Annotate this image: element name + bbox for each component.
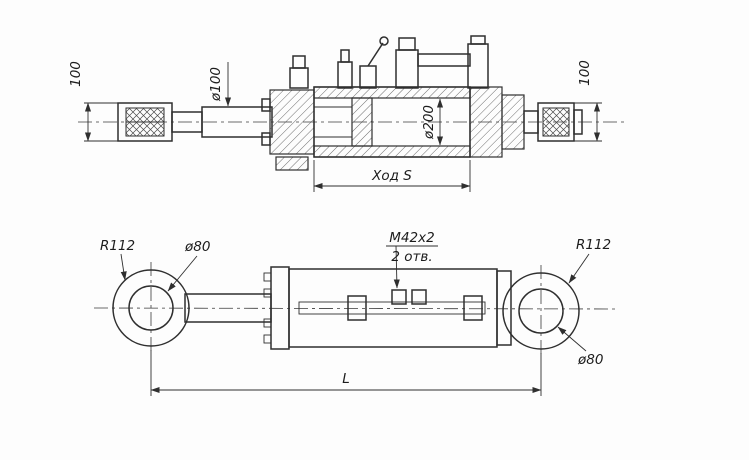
lever-mount <box>359 65 377 89</box>
port-boss-1 <box>391 289 407 305</box>
stud-head <box>340 49 350 63</box>
rear-flange <box>496 270 512 346</box>
right-bearing-block <box>537 102 583 142</box>
dim-label-100-left: 100 <box>68 61 84 87</box>
dimension-100-right: 100 <box>574 60 602 142</box>
dimension-100-left: 100 <box>68 61 118 142</box>
lever-arm <box>367 42 384 67</box>
dim-label-holes: 2 отв. <box>391 249 432 265</box>
dim-label-r112-left: R112 <box>100 238 135 254</box>
left-bearing-block <box>117 102 173 142</box>
piston <box>351 97 373 147</box>
leader-r112-left: R112 <box>100 238 135 281</box>
dimension-d200-bore: ø200 <box>421 98 444 146</box>
dim-label-d200: ø200 <box>421 105 437 140</box>
dim-label-r112-right: R112 <box>576 237 611 253</box>
stud-block <box>337 61 353 89</box>
dim-label-d80-right: ø80 <box>577 352 603 368</box>
pipe <box>417 53 471 67</box>
tie-rod-nut-left <box>347 295 367 321</box>
dimension-length: L <box>150 350 542 396</box>
leader-r112-right: R112 <box>568 237 611 284</box>
dim-label-100-right: 100 <box>577 60 593 86</box>
cylinder-right-head <box>469 86 539 158</box>
side-view: R112 ø80 M42x2 2 отв. R112 ø80 <box>93 230 619 396</box>
dim-label-length: L <box>342 371 350 387</box>
dim-label-d100: ø100 <box>208 67 224 102</box>
port-block-2 <box>467 43 489 89</box>
dim-label-d80-left: ø80 <box>184 239 210 255</box>
dim-label-thread: M42x2 <box>389 230 434 246</box>
port-boss-2 <box>411 289 427 305</box>
valve-cap <box>398 37 416 51</box>
valve-body <box>395 49 419 89</box>
left-rod-eye <box>112 269 190 347</box>
lever-knob <box>379 36 389 46</box>
leader-thread-spec: M42x2 2 отв. <box>386 230 438 289</box>
axis-line-side-view <box>93 307 619 310</box>
right-rod-eye <box>502 272 580 350</box>
cylinder-left-gland <box>261 89 315 171</box>
leader-d80-right: ø80 <box>557 326 603 368</box>
leader-d80-left: ø80 <box>167 239 210 292</box>
top-fittings <box>289 35 489 89</box>
port-cap-2 <box>470 35 486 45</box>
section-view: 100 ø100 ø200 100 Ход S <box>68 35 624 192</box>
tie-rod-nut-right <box>463 295 483 321</box>
dimension-d100-rod: ø100 <box>208 62 232 107</box>
port-block-1 <box>289 67 309 89</box>
dimension-stroke: Ход S <box>313 160 471 192</box>
cylinder-body-side <box>288 268 498 348</box>
dim-label-stroke: Ход S <box>371 168 412 184</box>
port-cap-1 <box>292 55 306 69</box>
